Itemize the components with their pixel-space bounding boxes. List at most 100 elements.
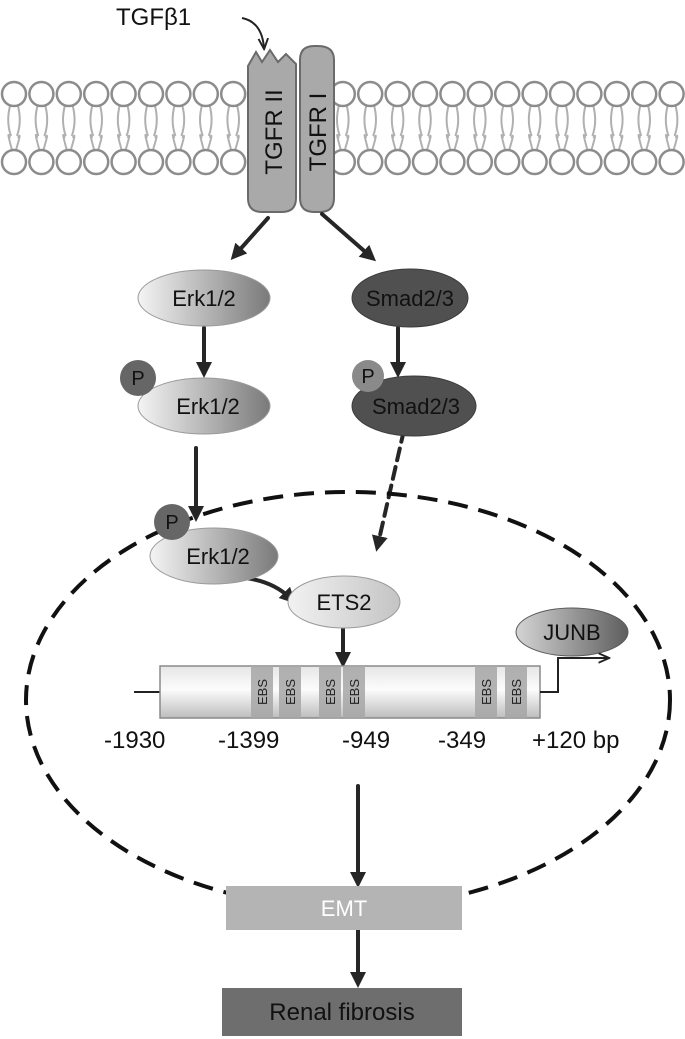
lipid-head: [603, 80, 631, 108]
ebs-site: [343, 666, 365, 718]
phospho-label: P: [131, 368, 144, 390]
lipid-head: [356, 148, 384, 176]
lipid-head: [548, 80, 576, 108]
ebs-label: EBS: [347, 679, 362, 705]
lipid-tail: [664, 105, 679, 137]
lipid-tail: [226, 105, 240, 137]
cell-membrane: [0, 80, 685, 176]
lipid-tail: [116, 105, 131, 137]
ebs-label: EBS: [255, 679, 270, 705]
lipid-tail: [62, 134, 76, 151]
lipid-head: [137, 148, 165, 176]
lipid-head: [110, 148, 137, 176]
arrow-receptor-to-erk: [230, 216, 270, 260]
position-label: -1930: [104, 727, 165, 754]
lipid-tail: [418, 105, 432, 137]
emt-label: EMT: [321, 896, 367, 921]
phospho-group-icon: [154, 504, 190, 540]
junb-gene: JUNB: [515, 607, 629, 657]
position-label: -949: [342, 727, 390, 754]
lipid-tail: [528, 134, 542, 151]
lipid-head: [630, 148, 658, 176]
lipid-head: [576, 80, 603, 108]
position-label: -349: [438, 727, 486, 754]
smad-label: Smad2/3: [366, 286, 454, 311]
lipid-tail: [336, 105, 350, 137]
lipid-tail: [610, 134, 624, 151]
lipid-head: [493, 80, 521, 108]
lipid-head: [603, 148, 631, 176]
lipid-tail: [144, 105, 158, 137]
lipid-tail: [582, 105, 597, 137]
lipid-head: [466, 148, 494, 176]
lipid-head: [219, 80, 247, 108]
lipid-head: [521, 148, 548, 176]
phospho-group-icon: [120, 360, 156, 396]
lipid-tail: [171, 105, 186, 137]
lipid-tail: [34, 105, 49, 137]
lipid-tail: [555, 134, 569, 151]
lipid-tail: [527, 105, 542, 137]
lipid-tail: [7, 105, 21, 137]
ebs-site: [251, 666, 273, 718]
phospho-label: P: [165, 512, 178, 534]
smad-unphosphorylated: Smad2/3: [351, 268, 469, 328]
arrow-smad-nuclear-entry: [371, 428, 406, 552]
ebs-label: EBS: [479, 679, 494, 705]
lipid-tail: [610, 105, 624, 137]
lipid-tail: [445, 105, 460, 137]
lipid-head: [466, 80, 494, 108]
erk-p-label: Erk1/2: [176, 394, 240, 419]
lipid-head: [82, 80, 110, 108]
lipid-tail: [336, 134, 350, 151]
lipid-tail: [62, 105, 76, 137]
lipid-tail: [418, 134, 432, 151]
lipid-head: [28, 148, 55, 176]
ets2-factor: ETS2: [287, 575, 401, 629]
lipid-head: [630, 80, 658, 108]
tgfr2-receptor: [247, 48, 297, 213]
lipid-head: [0, 80, 28, 108]
position-label: +120 bp: [532, 727, 619, 754]
lipid-head: [411, 80, 439, 108]
lipid-head: [192, 148, 220, 176]
lipid-head: [28, 80, 55, 108]
lipid-tail: [637, 105, 651, 137]
tgfr1-label: TGFR I: [305, 93, 332, 172]
lipid-tail: [500, 134, 514, 151]
lipid-tail: [117, 134, 131, 151]
ebs-site: [319, 666, 341, 718]
erk-label: Erk1/2: [172, 286, 236, 311]
ebs-site: [505, 666, 527, 718]
arrow-receptor-to-smad: [320, 212, 377, 262]
lipid-tail: [473, 105, 487, 137]
ligand-arrow: [241, 17, 264, 48]
lipid-tail: [391, 134, 405, 151]
lipid-head: [165, 148, 192, 176]
ebs-label: EBS: [323, 679, 338, 705]
lipid-tail: [226, 134, 240, 151]
lipid-head: [384, 148, 411, 176]
lipid-tail: [34, 134, 48, 151]
phospho-label: P: [361, 366, 374, 388]
erk-phosphorylated: P Erk1/2: [120, 360, 271, 435]
ebs-label: EBS: [509, 679, 524, 705]
transcription-start-arrow: [540, 658, 608, 693]
erk-nuclear: P Erk1/2: [149, 504, 279, 585]
lipid-head: [658, 148, 685, 176]
erk-unphosphorylated: Erk1/2: [137, 269, 271, 327]
lipid-tail: [500, 105, 514, 137]
smad-p-label: Smad2/3: [372, 394, 460, 419]
ebs-site: [279, 666, 301, 718]
lipid-head: [165, 80, 192, 108]
lipid-tail: [390, 105, 405, 137]
promoter-position-labels: -1930 -1399 -949 -349 +120 bp: [104, 727, 619, 754]
lipid-head: [356, 80, 384, 108]
lipid-tail: [199, 134, 213, 151]
lipid-tail: [555, 105, 569, 137]
lipid-tail: [89, 105, 103, 137]
lipid-head: [219, 148, 247, 176]
